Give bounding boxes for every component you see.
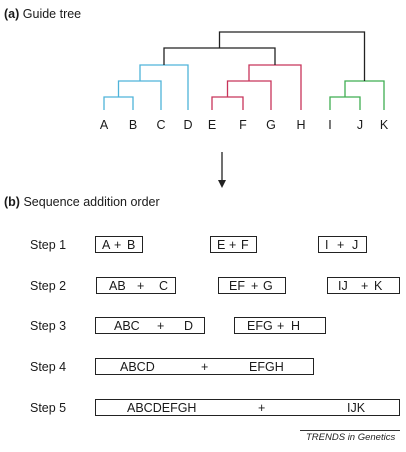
- plus-sign: +: [137, 279, 145, 293]
- branch-efg-h: [248, 64, 302, 110]
- merge-left: I: [325, 238, 329, 252]
- root-branches: [163, 31, 366, 81]
- branch-abc-d: [139, 64, 189, 110]
- footer-divider: [300, 430, 400, 431]
- branch-ab-c: [117, 80, 162, 110]
- merge-box-abcd-efgh: ABCD + EFGH: [95, 358, 314, 375]
- clade-efgh: [211, 64, 302, 110]
- panel-b-title: (b) Sequence addition order: [4, 195, 160, 209]
- merge-box-ij-k: IJ + K: [327, 277, 400, 294]
- merge-right: K: [374, 279, 383, 293]
- down-arrow-icon: [218, 152, 226, 188]
- merge-left: A: [102, 238, 111, 252]
- merge-box-e-f: E + F: [210, 236, 257, 253]
- merge-right: EFGH: [249, 360, 284, 374]
- panel-a-title: (a) Guide tree: [4, 7, 81, 21]
- merge-box-i-j: I + J: [318, 236, 367, 253]
- journal-credit: TRENDS in Genetics: [306, 432, 396, 443]
- guide-tree: [103, 31, 385, 188]
- merge-left: AB: [109, 279, 126, 293]
- panel-b-text: Sequence addition order: [23, 195, 160, 209]
- merge-box-ef-g: EF + G: [218, 277, 286, 294]
- branch-ij-k: [344, 80, 385, 110]
- branch-root: [218, 31, 366, 81]
- merge-right: F: [241, 238, 249, 252]
- step-label: Step 2: [30, 279, 67, 293]
- leaf-label-b: B: [128, 118, 138, 132]
- plus-sign: +: [337, 238, 345, 252]
- plus-sign: +: [251, 279, 259, 293]
- branch-abcd-efgh: [163, 47, 276, 65]
- leaf-label-f: F: [239, 118, 247, 132]
- merge-box-ab-c: AB + C: [96, 277, 176, 294]
- panel-a-text: Guide tree: [22, 7, 82, 21]
- step-label: Step 1: [30, 238, 67, 252]
- leaf-label-j: J: [356, 118, 364, 132]
- plus-sign: +: [229, 238, 237, 252]
- plus-sign: +: [201, 360, 209, 374]
- merge-right: D: [184, 319, 194, 333]
- merge-right: IJK: [347, 401, 366, 415]
- merge-right: H: [291, 319, 301, 333]
- panel-b-tag: (b): [4, 195, 20, 209]
- merge-box-efg-h: EFG + H: [234, 317, 326, 334]
- clade-ijk: [329, 80, 385, 110]
- branch-e-f: [211, 96, 244, 110]
- merge-box-abcdefgh-ijk: ABCDEFGH + IJK: [95, 399, 400, 416]
- merge-left: EFG: [247, 319, 273, 333]
- branch-ef-g: [226, 80, 272, 110]
- merge-right: G: [263, 279, 273, 293]
- merge-right: J: [352, 238, 359, 252]
- merge-left: E: [217, 238, 226, 252]
- plus-sign: +: [157, 319, 165, 333]
- merge-left: ABCDEFGH: [127, 401, 197, 415]
- merge-left: ABC: [114, 319, 140, 333]
- merge-box-a-b: A + B: [95, 236, 143, 253]
- leaf-label-e: E: [207, 118, 217, 132]
- merge-left: IJ: [338, 279, 348, 293]
- merge-left: ABCD: [120, 360, 155, 374]
- step-label: Step 4: [30, 360, 67, 374]
- leaf-label-h: H: [296, 118, 306, 132]
- leaf-label-g: G: [266, 118, 276, 132]
- clade-abcd: [103, 64, 189, 110]
- plus-sign: +: [114, 238, 122, 252]
- merge-right: B: [127, 238, 136, 252]
- leaf-label-d: D: [183, 118, 193, 132]
- step-label: Step 3: [30, 319, 67, 333]
- step-label: Step 5: [30, 401, 67, 415]
- leaf-label-a: A: [99, 118, 109, 132]
- leaf-label-k: K: [379, 118, 389, 132]
- merge-left: EF: [229, 279, 245, 293]
- leaf-label-c: C: [156, 118, 166, 132]
- branch-i-j: [329, 96, 361, 110]
- plus-sign: +: [258, 401, 266, 415]
- panel-a-tag: (a): [4, 7, 20, 21]
- leaf-label-i: I: [328, 118, 332, 132]
- branch-a-b: [103, 96, 134, 110]
- merge-box-abc-d: ABC + D: [95, 317, 205, 334]
- plus-sign: +: [361, 279, 369, 293]
- plus-sign: +: [277, 319, 285, 333]
- merge-right: C: [159, 279, 169, 293]
